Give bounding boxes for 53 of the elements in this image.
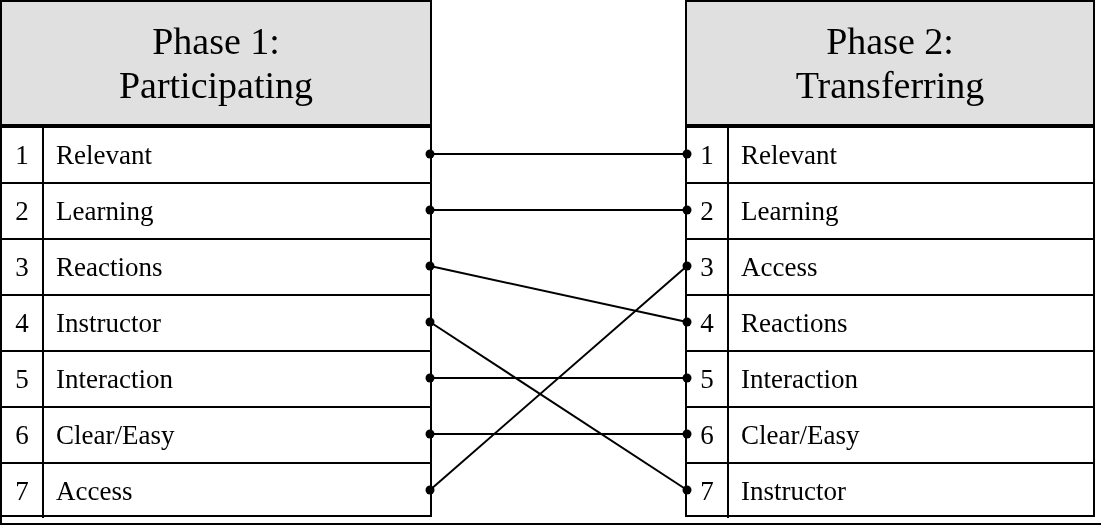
connector-line — [425, 261, 692, 327]
row-label: Learning — [55, 195, 154, 227]
row-number: 1 — [2, 128, 44, 182]
row-number: 3 — [687, 240, 729, 294]
table-row — [687, 462, 1093, 518]
table-row — [687, 126, 1093, 182]
row-label: Reactions — [55, 251, 163, 283]
row-label: Instructor — [55, 307, 161, 339]
table-row — [2, 126, 430, 182]
table-row — [687, 294, 1093, 350]
connector-line — [425, 429, 692, 439]
table — [685, 0, 1095, 517]
table-row — [687, 182, 1093, 238]
connector-line — [425, 205, 692, 215]
table-row — [2, 238, 430, 294]
connector-line — [425, 373, 692, 383]
table-row — [2, 350, 430, 406]
row-number: 3 — [2, 240, 44, 294]
connector-line — [425, 149, 692, 159]
row-label: Access — [740, 251, 818, 283]
table-row — [2, 182, 430, 238]
row-label: Clear/Easy — [55, 419, 175, 451]
row-label: Access — [55, 475, 133, 507]
table — [0, 0, 432, 517]
row-number: 6 — [2, 408, 44, 462]
row-number: 4 — [2, 296, 44, 350]
row-label: Interaction — [740, 363, 858, 395]
row-number: 2 — [2, 184, 44, 238]
row-label: Relevant — [740, 139, 837, 171]
table-row — [2, 406, 430, 462]
table-header: Phase 2: Transferring — [794, 19, 986, 107]
row-number: 6 — [687, 408, 729, 462]
table-row — [687, 406, 1093, 462]
row-label: Interaction — [55, 363, 173, 395]
row-number: 4 — [687, 296, 729, 350]
row-number: 7 — [2, 464, 44, 518]
row-number: 7 — [687, 464, 729, 518]
table-header: Phase 1: Participating — [117, 19, 315, 107]
row-label: Reactions — [740, 307, 848, 339]
table-row — [2, 294, 430, 350]
row-label: Clear/Easy — [740, 419, 860, 451]
row-number: 1 — [687, 128, 729, 182]
row-number: 5 — [687, 352, 729, 406]
table-row — [687, 350, 1093, 406]
table-row — [2, 462, 430, 518]
connector-line — [425, 317, 692, 495]
row-label: Relevant — [55, 139, 152, 171]
connector-line — [425, 261, 692, 495]
row-label: Instructor — [740, 475, 846, 507]
table-row — [687, 238, 1093, 294]
row-label: Learning — [740, 195, 839, 227]
row-number: 2 — [687, 184, 729, 238]
row-number: 5 — [2, 352, 44, 406]
